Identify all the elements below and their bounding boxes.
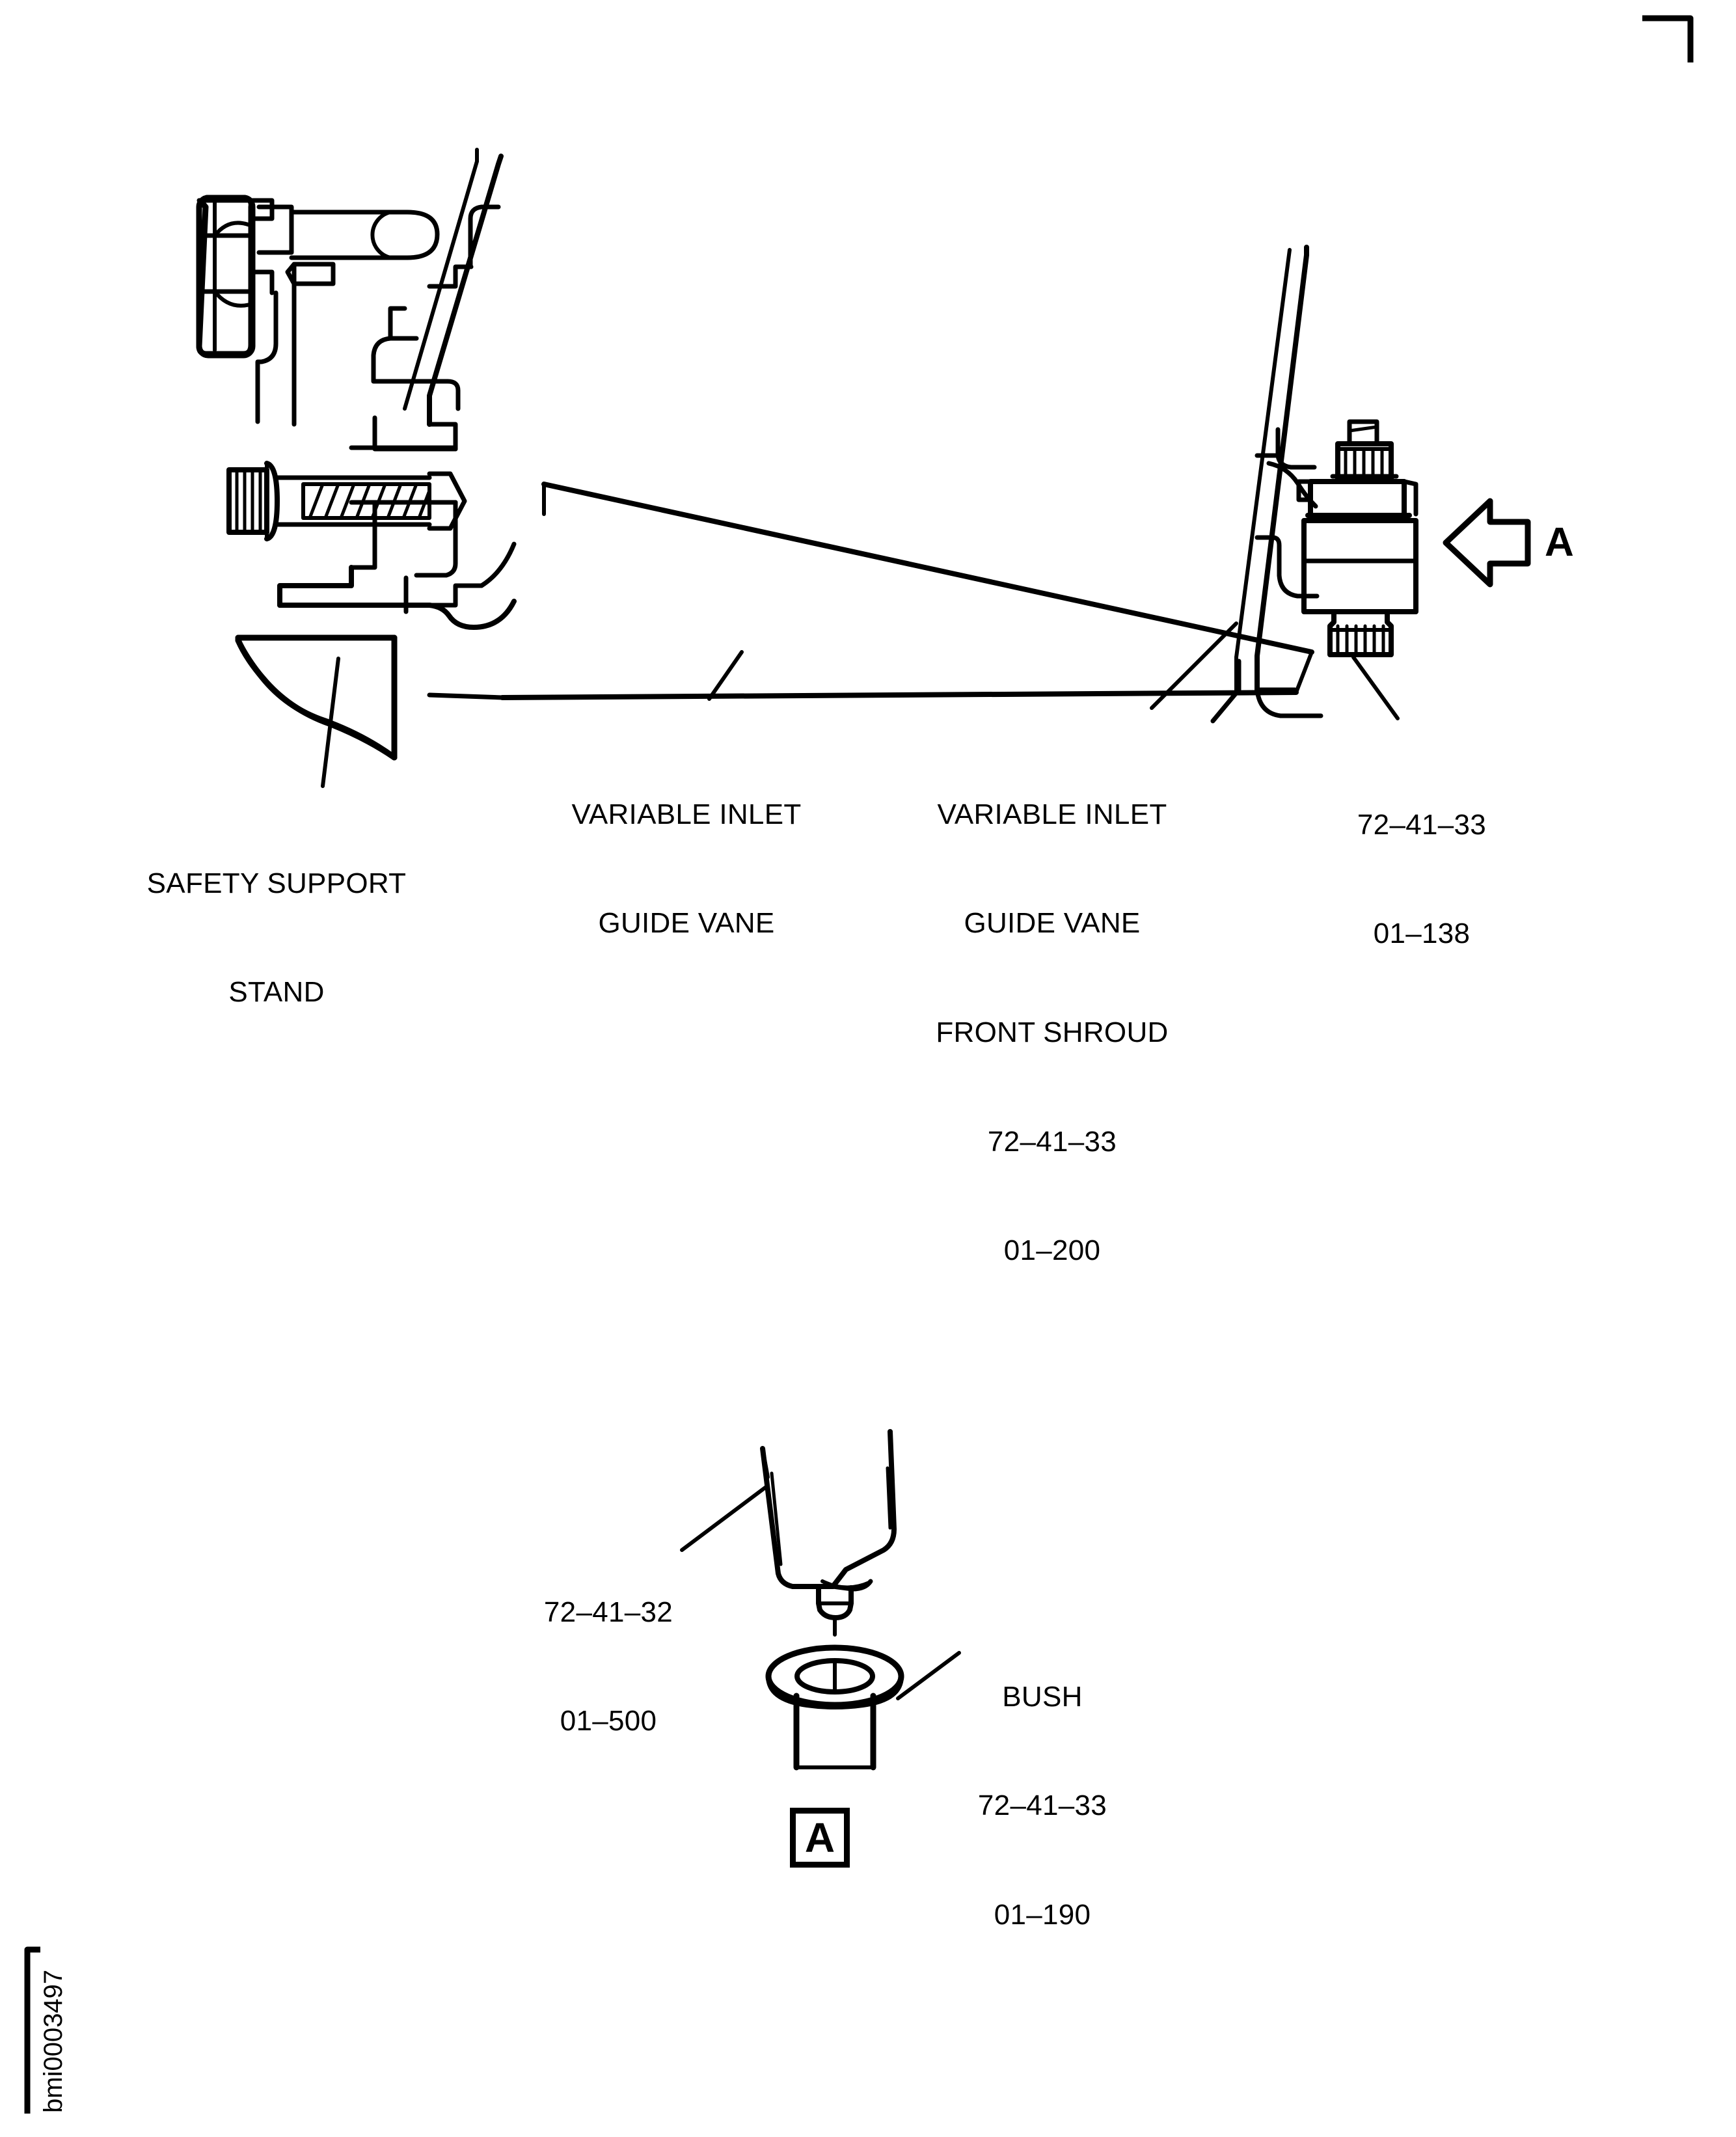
detail-vane-tip — [760, 1429, 897, 1620]
callout-line: 72–41–33 — [1357, 808, 1487, 841]
callout-line: FRONT SHROUD — [936, 1016, 1169, 1048]
callout-line: VARIABLE INLET — [571, 798, 802, 830]
callout-line: GUIDE VANE — [964, 907, 1141, 940]
section-arrow-a-shape — [1443, 498, 1531, 588]
callout-variable-inlet-guide-vane: VARIABLE INLET GUIDE VANE — [547, 724, 826, 1014]
callout-line: GUIDE VANE — [598, 907, 775, 940]
callout-line: VARIABLE INLET — [937, 798, 1167, 830]
bolt-assembly — [226, 461, 467, 541]
safety-support-stand-shape — [235, 634, 398, 761]
section-arrow-letter-a: A — [1545, 520, 1574, 565]
callout-vigv-front-shroud: VARIABLE INLET GUIDE VANE FRONT SHROUD 7… — [899, 724, 1205, 1342]
callout-line: 01–500 — [560, 1705, 657, 1737]
figure-id: bmi0003497 — [22, 1942, 68, 2118]
callout-line: SAFETY SUPPORT — [146, 867, 407, 899]
callout-safety-support-stand: SAFETY SUPPORT STAND — [124, 793, 429, 1083]
leader-lines-detail — [680, 1486, 961, 1700]
callout-line: STAND — [228, 976, 325, 1009]
callout-line: BUSH — [1002, 1680, 1083, 1713]
callout-line: 72–41–33 — [987, 1125, 1117, 1158]
figure-id-text: bmi0003497 — [39, 1969, 68, 2113]
callout-line: 72–41–32 — [543, 1596, 673, 1628]
front-frame-casing-left — [277, 148, 517, 630]
clamp-fixture-assembly — [196, 195, 440, 427]
callout-line: 01–138 — [1373, 918, 1471, 950]
registration-mark-top-right — [1642, 15, 1694, 62]
callout-line: 01–200 — [1003, 1234, 1101, 1267]
callout-line: 01–190 — [994, 1899, 1091, 1931]
detail-bush-shape — [765, 1644, 904, 1771]
callout-bush: BUSH 72–41–33 01–190 — [945, 1606, 1140, 2006]
callout-vane-stem-part-number: 72–41–32 01–500 — [514, 1521, 703, 1812]
variable-inlet-guide-vane-shape — [427, 482, 1314, 700]
rear-casing-wall — [1210, 245, 1323, 724]
section-label-box-a: A — [790, 1808, 850, 1868]
leader-lines-main — [321, 621, 1400, 788]
registration-mark-bottom-left — [24, 1946, 40, 2114]
callout-line: 72–41–33 — [977, 1790, 1107, 1822]
vane-bearing-boss-assembly — [1266, 419, 1418, 657]
callout-bearing-part-number: 72–41–33 01–138 — [1314, 734, 1529, 1025]
